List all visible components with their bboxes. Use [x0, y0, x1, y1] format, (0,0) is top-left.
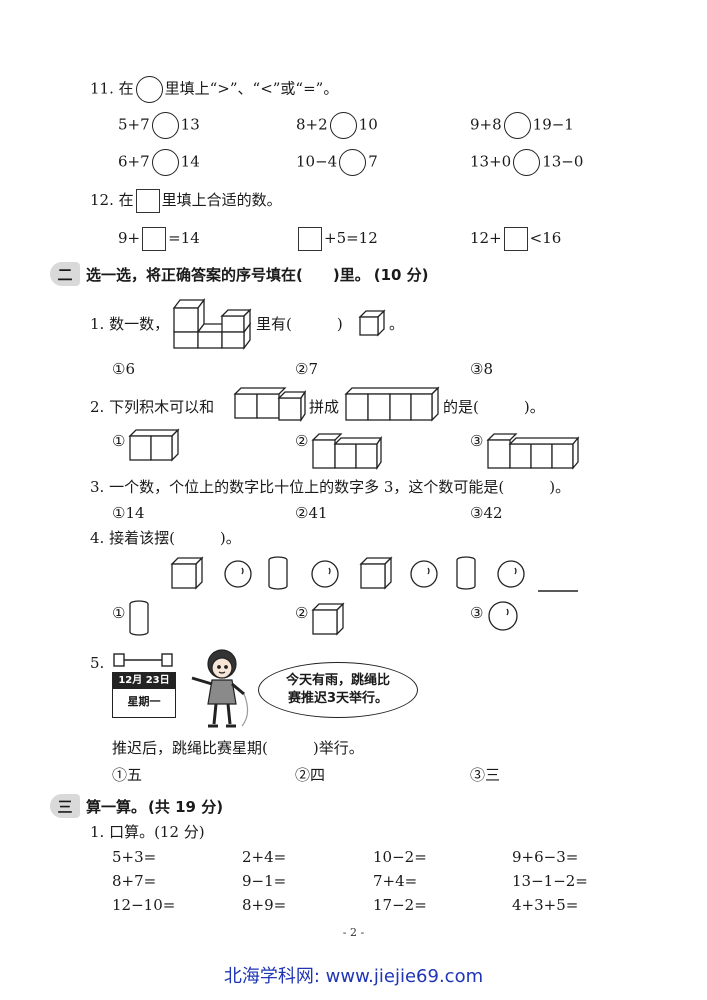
option[interactable]: ③8 — [470, 360, 493, 378]
option-3-blocks — [486, 433, 580, 470]
option[interactable]: ①6 — [112, 360, 135, 378]
sphere-icon — [497, 560, 525, 588]
calendar-date: 12月 23日 — [113, 673, 175, 689]
calc-item: 5+3= — [112, 848, 157, 866]
cylinder-icon — [268, 556, 288, 590]
cube-icon — [170, 556, 204, 590]
option[interactable]: ③ — [470, 604, 484, 622]
section-badge: 二 — [50, 262, 80, 286]
answer-box[interactable] — [503, 227, 528, 251]
section-2-header: 二 选一选，将正确答案的序号填在( )里。 (10 分) — [50, 260, 429, 288]
calc-item: 17−2= — [373, 896, 427, 914]
speech-bubble: 今天有雨，跳绳比 赛推迟3天举行。 — [258, 662, 418, 718]
option-1-blocks — [128, 428, 180, 462]
s2-q4-text: 4. 接着该摆( )。 — [90, 529, 241, 547]
calendar-board: 12月 23日 星期一 — [112, 652, 182, 718]
calc-item: 10−2= — [373, 848, 427, 866]
option[interactable]: ① — [112, 432, 126, 450]
option[interactable]: ①14 — [112, 504, 145, 522]
speech-line-1: 今天有雨，跳绳比 — [285, 673, 390, 688]
calc-item: 9+6−3= — [512, 848, 579, 866]
answer-circle[interactable] — [513, 149, 541, 176]
s2-q1-suffix: 。 — [389, 315, 405, 333]
q12-item: 12+<16 — [470, 227, 561, 251]
block-piece-figure — [233, 387, 306, 423]
option[interactable]: ②四 — [295, 766, 326, 784]
shape-sequence — [170, 556, 578, 592]
section-score: (10 分) — [373, 265, 429, 284]
sphere-icon — [410, 560, 438, 588]
section-title: 选一选，将正确答案的序号填在( )里。 — [86, 265, 370, 284]
s3-sub1: 1. 口算。(12 分) — [90, 823, 205, 841]
square-icon — [135, 189, 160, 213]
option[interactable]: ③三 — [470, 766, 501, 784]
q12-instruction: 12. 在里填上合适的数。 — [90, 189, 282, 213]
s2-q2-prefix: 2. 下列积木可以和 — [90, 398, 215, 416]
option[interactable]: ①五 — [112, 766, 143, 784]
calc-item: 8+9= — [242, 896, 287, 914]
combined-block-figure — [344, 386, 440, 422]
sphere-icon — [311, 560, 339, 588]
cube-icon — [311, 602, 345, 636]
calendar-hanger-icon — [113, 653, 173, 667]
answer-circle[interactable] — [339, 149, 367, 176]
option[interactable]: ① — [112, 604, 126, 622]
section-score: (共 19 分) — [148, 797, 224, 816]
calc-item: 12−10= — [112, 896, 176, 914]
option[interactable]: ③42 — [470, 504, 503, 522]
cube-stack-figure — [172, 298, 252, 350]
option[interactable]: ③ — [470, 432, 484, 450]
calc-item: 13−1−2= — [512, 872, 588, 890]
sphere-icon — [224, 560, 252, 588]
calc-item: 4+3+5= — [512, 896, 579, 914]
answer-circle[interactable] — [151, 112, 179, 139]
q11-instruction: 11. 在里填上“>”、“<”或“=”。 — [90, 76, 338, 103]
s2-q1-middle: 里有( ) — [256, 315, 343, 333]
answer-circle[interactable] — [151, 149, 179, 176]
calc-item: 7+4= — [373, 872, 418, 890]
s2-q5-question: 推迟后，跳绳比赛星期( )举行。 — [112, 739, 364, 757]
sphere-icon — [488, 601, 518, 631]
option[interactable]: ② — [295, 432, 309, 450]
s2-q2-middle: 拼成 — [309, 398, 340, 416]
circle-icon — [135, 76, 163, 103]
s2-q3-text: 3. 一个数，个位上的数字比十位上的数字多 3，这个数可能是( )。 — [90, 478, 571, 496]
calc-item: 2+4= — [242, 848, 287, 866]
page-number: - 2 - — [342, 926, 365, 939]
option[interactable]: ②41 — [295, 504, 328, 522]
section-title: 算一算。 — [86, 797, 147, 816]
answer-circle[interactable] — [329, 112, 357, 139]
girl-illustration — [191, 649, 249, 728]
q12-item: +5=12 — [296, 227, 378, 251]
calendar-weekday: 星期一 — [127, 695, 161, 708]
option[interactable]: ② — [295, 604, 309, 622]
s2-q1-prefix: 1. 数一数， — [90, 315, 170, 333]
cylinder-icon — [456, 556, 476, 590]
s2-q2-suffix: 的是( )。 — [443, 398, 545, 416]
cube-icon — [358, 309, 386, 337]
option-2-blocks — [311, 433, 383, 470]
section-badge: 三 — [50, 794, 80, 818]
calc-item: 8+7= — [112, 872, 157, 890]
s2-q5-number: 5. — [90, 654, 105, 672]
calc-item: 9−1= — [242, 872, 287, 890]
footer-watermark[interactable]: 北海学科网: www.jiejie69.com — [223, 966, 484, 987]
answer-box[interactable] — [298, 227, 322, 251]
cube-icon — [359, 556, 393, 590]
q12-item: 9+=14 — [118, 227, 200, 251]
answer-circle[interactable] — [503, 112, 531, 139]
speech-line-2: 赛推迟3天举行。 — [287, 691, 389, 706]
cylinder-icon — [129, 600, 149, 636]
answer-box[interactable] — [142, 227, 167, 251]
option[interactable]: ②7 — [295, 360, 318, 378]
section-3-header: 三 算一算。 (共 19 分) — [50, 792, 223, 820]
